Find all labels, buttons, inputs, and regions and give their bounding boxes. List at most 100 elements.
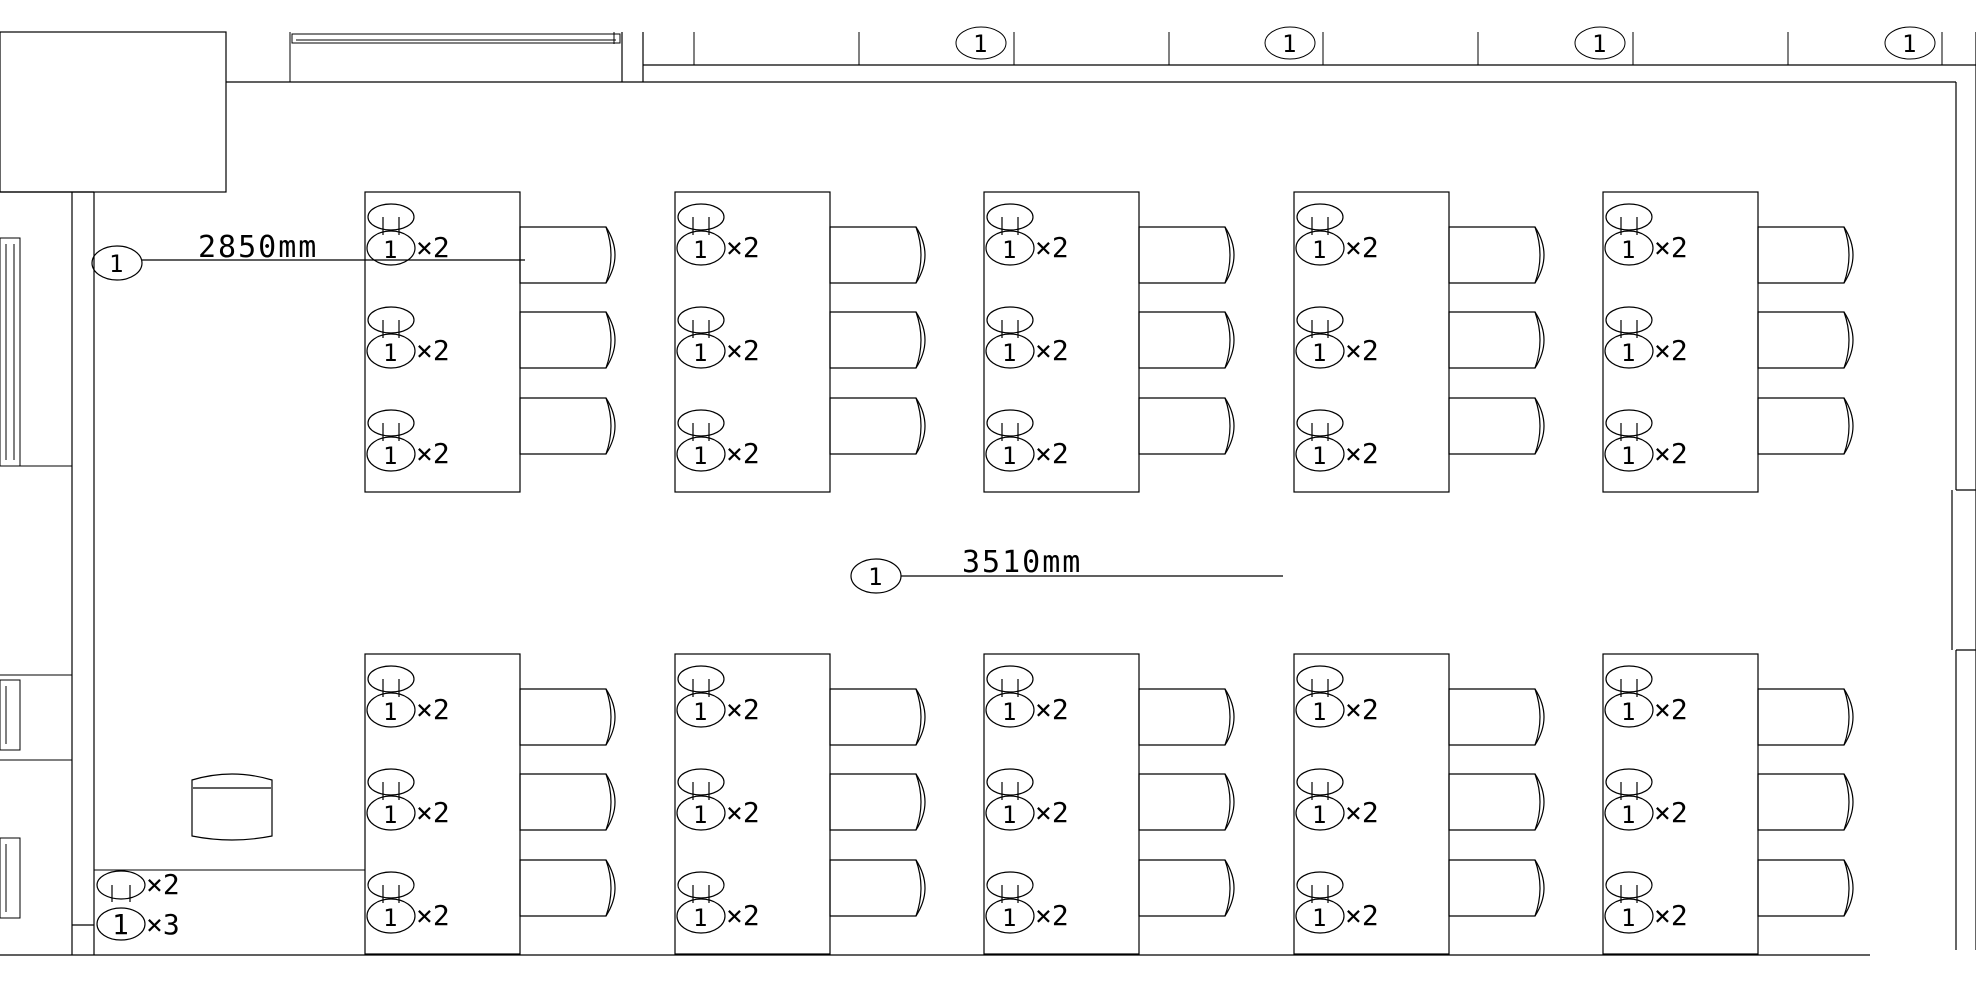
desk-group: 1×21×21×2 (364, 653, 616, 955)
callout-number: 1 (383, 442, 397, 470)
student-chair (1138, 311, 1235, 369)
outlet-icon (1296, 871, 1344, 899)
dimension-top-callout: 1 (109, 250, 123, 278)
chair-back (605, 311, 612, 369)
student-chair (1138, 688, 1235, 746)
top-wall-segments (693, 26, 1943, 65)
outlet-icon (367, 768, 415, 796)
outlet-multiplier: ×2 (416, 231, 450, 264)
callout-bubble (985, 333, 1035, 369)
student-chair (829, 773, 926, 831)
callout-number: 1 (1002, 904, 1016, 932)
outlet-multiplier: ×2 (1345, 334, 1379, 367)
callout-bubble (985, 230, 1035, 266)
left-wall-features (0, 237, 72, 919)
callout-number: 1 (1621, 236, 1635, 264)
callout-bubble (985, 795, 1035, 831)
chair-back (1534, 773, 1541, 831)
callout-number: 1 (693, 339, 707, 367)
outlet-icon (367, 665, 415, 693)
dimension-label-top: 2850mm (198, 230, 318, 265)
outlet-multiplier: ×2 (416, 693, 450, 726)
callout-bubble (985, 436, 1035, 472)
callout-number: 1 (1002, 698, 1016, 726)
top-callout-1: 1 (973, 30, 987, 58)
student-chair (1448, 226, 1545, 284)
chair-back (1534, 688, 1541, 746)
outlet-multiplier: ×2 (726, 231, 760, 264)
desk-group: 1×21×21×2 (983, 191, 1235, 493)
outlet-icon (1605, 409, 1653, 437)
student-chair (829, 397, 926, 455)
callout-number: 1 (1621, 442, 1635, 470)
callout-bubble (1604, 333, 1654, 369)
outlet-multiplier: ×2 (1654, 899, 1688, 932)
callout-bubble (366, 333, 416, 369)
dimension-top: 1 2850mm (91, 230, 525, 281)
top-wall-callout-labels: 1 1 1 1 (973, 30, 1916, 58)
student-chair (1138, 773, 1235, 831)
desk-group: 1×21×21×2 (1293, 191, 1545, 493)
teacher-chair (191, 773, 273, 841)
chair-back (1224, 397, 1231, 455)
outlet-multiplier: ×2 (1654, 231, 1688, 264)
callout-number: 1 (383, 904, 397, 932)
outlet-icon (1296, 203, 1344, 231)
chair-back (605, 773, 612, 831)
callout-bubble (1295, 230, 1345, 266)
callout-bubble (676, 692, 726, 728)
student-chair (1757, 688, 1854, 746)
outlet-multiplier: ×2 (416, 437, 450, 470)
student-chair (1757, 859, 1854, 917)
callout-bubble (1604, 230, 1654, 266)
teacher-callout-number: 1 (112, 908, 129, 941)
chair-back (1843, 397, 1850, 455)
callout-bubble (1295, 795, 1345, 831)
callout-bubble (676, 795, 726, 831)
callout-number: 1 (383, 236, 397, 264)
callout-bubble (366, 230, 416, 266)
chair-back (915, 226, 922, 284)
outlet-icon (986, 306, 1034, 334)
callout-number: 1 (1312, 698, 1326, 726)
outlet-multiplier: ×2 (1654, 334, 1688, 367)
outlet-multiplier: ×2 (726, 334, 760, 367)
callout-bubble (1604, 795, 1654, 831)
callout-bubble (676, 333, 726, 369)
outlet-multiplier: ×2 (1654, 796, 1688, 829)
chair-back (1224, 688, 1231, 746)
outlet-icon (1296, 665, 1344, 693)
student-chair (1757, 397, 1854, 455)
student-chair (1757, 226, 1854, 284)
callout-bubble (366, 692, 416, 728)
desk-group: 1×21×21×2 (674, 191, 926, 493)
teacher-multiplier-bottom: ×3 (146, 908, 180, 941)
outlet-icon (677, 871, 725, 899)
room-walls (0, 31, 1976, 956)
callout-number: 1 (1002, 801, 1016, 829)
chair-back (605, 688, 612, 746)
student-chair (1448, 859, 1545, 917)
callout-number: 1 (1312, 442, 1326, 470)
chair-back (1843, 311, 1850, 369)
student-chair (1138, 226, 1235, 284)
student-chair (519, 226, 616, 284)
callout-number: 1 (383, 801, 397, 829)
outlet-icon (986, 768, 1034, 796)
teacher-multiplier-top: ×2 (146, 868, 180, 901)
callout-number: 1 (1312, 339, 1326, 367)
student-chair (519, 397, 616, 455)
chair-back (1843, 773, 1850, 831)
outlet-multiplier: ×2 (1035, 693, 1069, 726)
outlet-multiplier: ×2 (1035, 334, 1069, 367)
student-chair (1757, 773, 1854, 831)
callout-number: 1 (1002, 236, 1016, 264)
outlet-multiplier: ×2 (1654, 437, 1688, 470)
callout-bubble (676, 898, 726, 934)
callout-bubble (366, 795, 416, 831)
callout-number: 1 (693, 801, 707, 829)
chair-back (1224, 859, 1231, 917)
outlet-multiplier: ×2 (1345, 693, 1379, 726)
top-callout-2: 1 (1282, 30, 1296, 58)
outlet-multiplier: ×2 (1035, 796, 1069, 829)
